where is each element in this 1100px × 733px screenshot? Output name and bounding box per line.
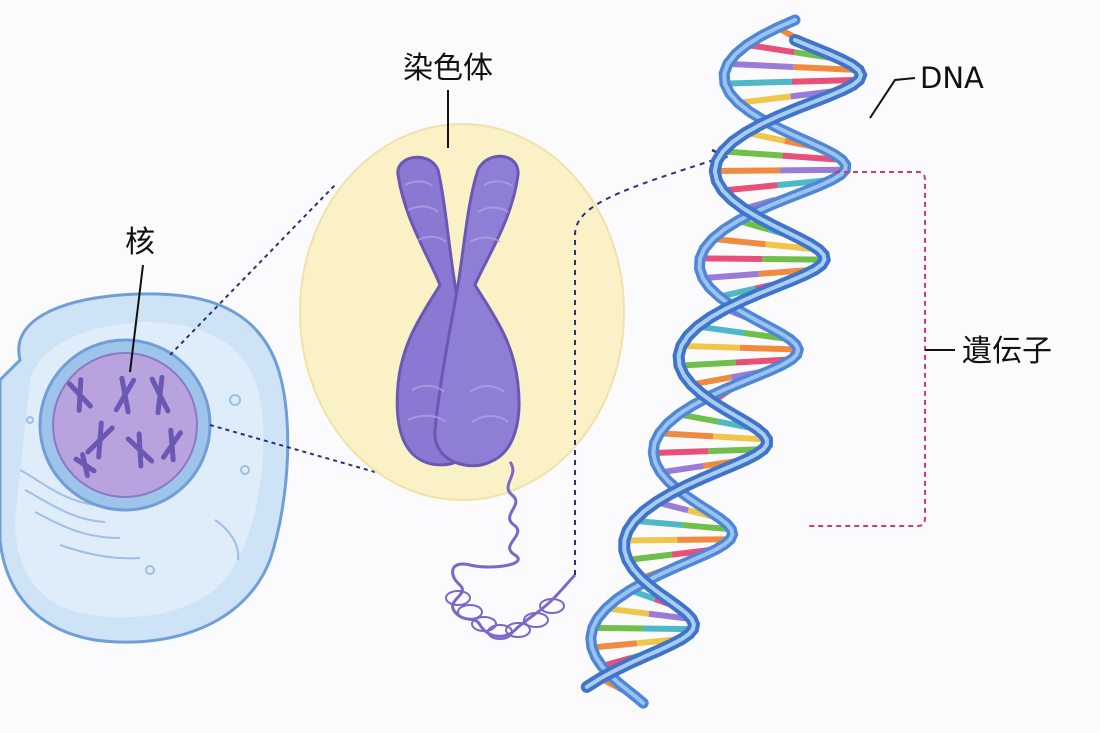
cell bbox=[0, 292, 290, 644]
chromatin-coil-loops bbox=[445, 590, 565, 640]
gene-bracket bbox=[808, 171, 926, 527]
base-pair-half bbox=[724, 78, 793, 87]
nucleus-chromosomes bbox=[67, 374, 183, 478]
base-pair-half bbox=[722, 182, 778, 194]
dna-label-leader bbox=[869, 77, 916, 119]
dna-label: DNA bbox=[920, 61, 984, 95]
chromosome-label: 染色体 bbox=[403, 51, 493, 86]
gene-label: 遺伝子 bbox=[962, 334, 1052, 369]
base-pair-half bbox=[681, 342, 740, 351]
base-pair-half bbox=[633, 517, 684, 529]
chromosome bbox=[395, 154, 577, 640]
base-pair-half bbox=[679, 359, 736, 369]
base-pair-half bbox=[699, 255, 763, 263]
base-pair-half bbox=[712, 235, 766, 248]
nucleus-label-leader bbox=[129, 264, 144, 373]
base-pair-half bbox=[627, 551, 673, 563]
base-pair-half bbox=[591, 640, 638, 651]
base-pair-half bbox=[714, 167, 781, 175]
base-pair-half bbox=[712, 433, 768, 443]
base-pair-half bbox=[739, 344, 799, 353]
dna-base-pairs bbox=[591, 25, 860, 700]
base-pair-half bbox=[727, 60, 794, 70]
base-pair-half bbox=[624, 536, 678, 544]
base-pair-half bbox=[762, 256, 825, 263]
base-pair-half bbox=[722, 148, 783, 159]
nucleus-label: 核 bbox=[125, 225, 155, 260]
base-pair-half bbox=[653, 448, 709, 457]
base-pair-half bbox=[793, 63, 859, 74]
base-pair-half bbox=[660, 462, 704, 476]
dna-double-helix bbox=[580, 14, 868, 709]
base-pair-half bbox=[642, 625, 694, 633]
zoom-connector-dna bbox=[574, 157, 721, 575]
dna-strand-front-highlight bbox=[584, 38, 864, 689]
base-pair-half bbox=[677, 536, 731, 543]
chromosome-texture bbox=[404, 180, 513, 423]
nucleus bbox=[52, 352, 198, 498]
base-pair-half bbox=[659, 430, 714, 440]
base-pair-half bbox=[702, 270, 760, 282]
base-pair-half bbox=[682, 522, 732, 533]
base-pair-half bbox=[592, 624, 643, 632]
base-pair-half bbox=[791, 76, 860, 85]
base-pair-half bbox=[737, 93, 791, 106]
dna-strand-back-highlight bbox=[588, 18, 848, 706]
base-pair-half bbox=[780, 166, 846, 174]
